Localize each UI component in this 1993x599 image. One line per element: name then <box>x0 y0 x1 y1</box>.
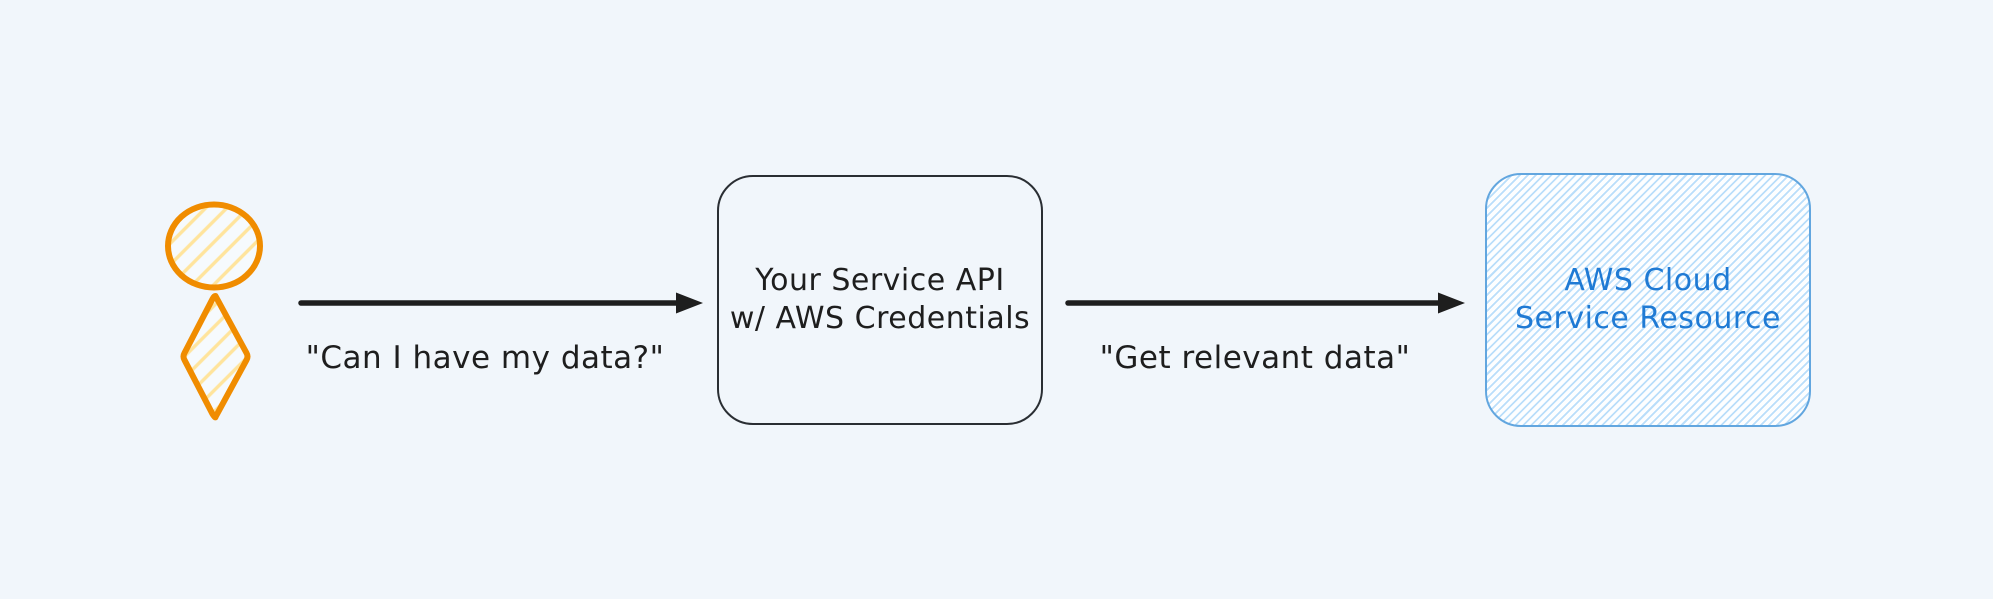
arrow-request-head <box>676 292 703 314</box>
aws-resource-label-line2: Service Resource <box>1515 301 1781 336</box>
aws-resource-box: AWS Cloud Service Resource <box>1485 173 1811 427</box>
aws-resource-label-line1: AWS Cloud <box>1564 262 1732 298</box>
service-api-label-line2: w/ AWS Credentials <box>729 301 1031 336</box>
arrow-fetch <box>1065 292 1465 314</box>
arrow-fetch-head <box>1438 292 1465 314</box>
service-api-label-line1: Your Service API <box>755 262 1005 298</box>
user-figure-icon <box>165 201 263 421</box>
arrow-fetch-label: "Get relevant data" <box>1099 340 1411 376</box>
arrow-request-label: "Can I have my data?" <box>305 340 665 376</box>
arrow-request <box>298 292 703 314</box>
user-body-diamond <box>180 293 251 421</box>
aws-resource-label: AWS Cloud Service Resource <box>1515 262 1781 339</box>
user-head-ellipse <box>165 201 263 291</box>
service-api-label: Your Service API w/ AWS Credentials <box>730 262 1030 339</box>
service-api-box: Your Service API w/ AWS Credentials <box>717 175 1043 425</box>
